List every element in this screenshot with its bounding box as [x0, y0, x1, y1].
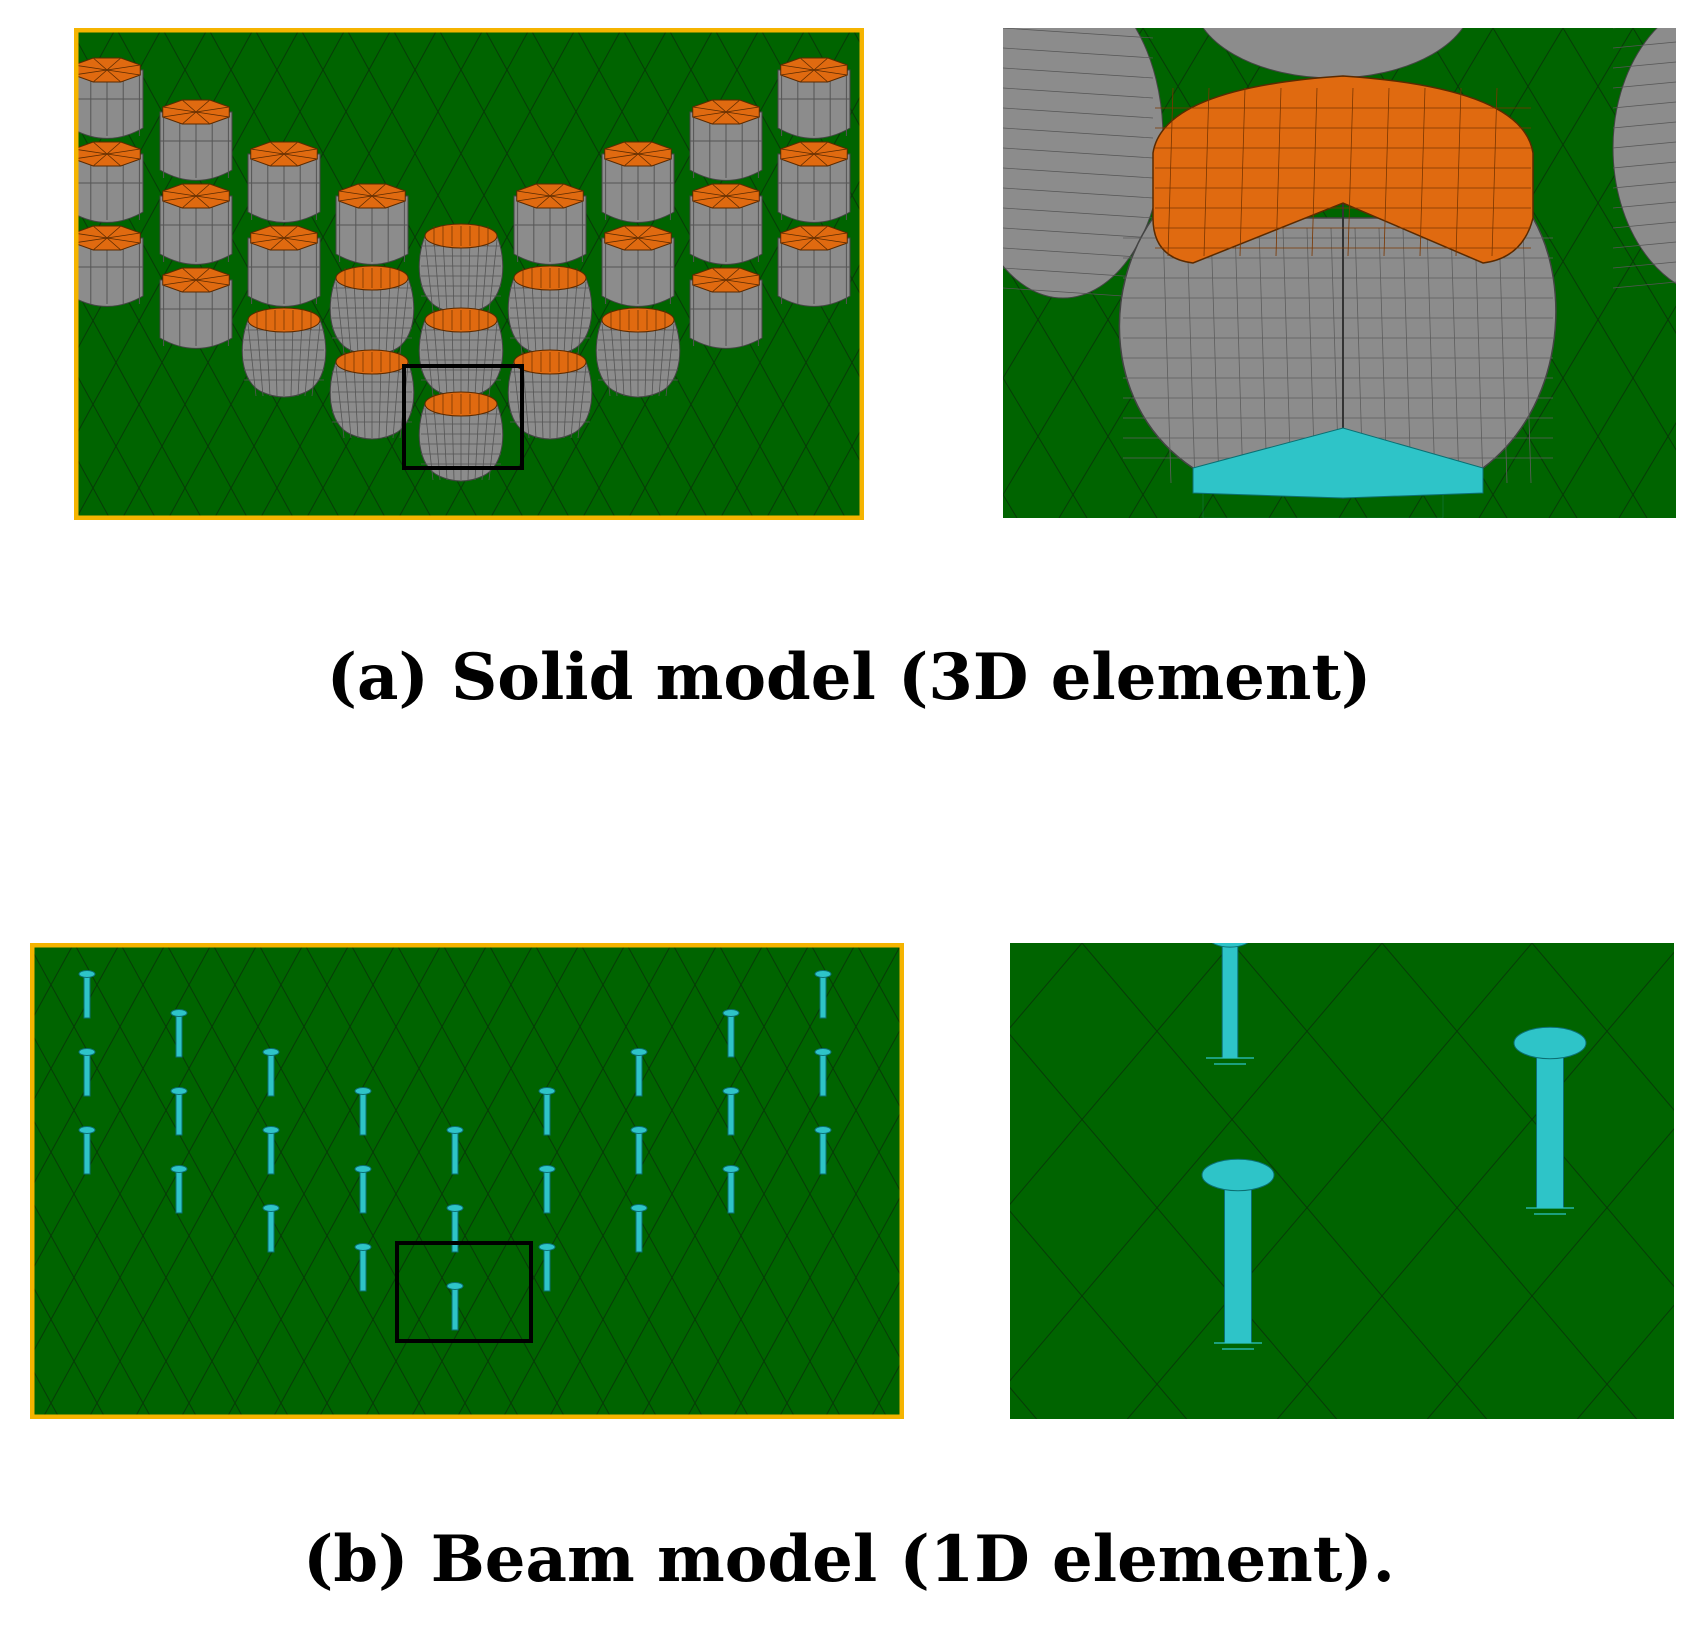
beam-pier	[262, 1204, 280, 1253]
solid-model-overview-panel	[74, 28, 864, 520]
beam-pier	[630, 1204, 648, 1253]
beam-pier	[722, 1165, 740, 1214]
octagonal-pier	[689, 267, 763, 349]
pier-cap	[1152, 75, 1534, 264]
octagonal-pier	[777, 57, 851, 139]
caption-beam-model: (b) Beam model (1D element).	[303, 1522, 1395, 1597]
octagonal-pier	[159, 267, 233, 349]
octagonal-pier	[601, 225, 675, 307]
beam-pier	[170, 1087, 188, 1136]
beam-pier	[170, 1165, 188, 1214]
bulb-pier	[418, 307, 504, 398]
octagonal-pier	[689, 183, 763, 265]
beam-pier	[354, 1243, 372, 1292]
octagonal-pier	[601, 141, 675, 223]
background-bulb-piers	[1003, 28, 1676, 299]
octagonal-pier	[74, 57, 144, 139]
beam-pier	[262, 1048, 280, 1097]
solid-model-zoom-figure	[1003, 28, 1676, 518]
octagonal-pier	[513, 183, 587, 265]
ground-mesh	[1010, 943, 1674, 1419]
beam-pier	[538, 1165, 556, 1214]
beam-pier	[78, 1126, 96, 1175]
solid-model-zoom-panel	[1003, 28, 1676, 518]
beam-pier	[170, 1009, 188, 1058]
beam-model-zoom-figure	[1010, 943, 1674, 1419]
beam-pier	[538, 1243, 556, 1292]
bulb-pier	[241, 307, 327, 398]
cutaway-bulb-pier	[1118, 75, 1557, 499]
beam-pier	[354, 1087, 372, 1136]
octagonal-pier	[777, 225, 851, 307]
beam-pier	[1211, 943, 1249, 1059]
bulb-pier	[418, 391, 504, 482]
bulb-pier	[507, 349, 593, 440]
octagonal-pier	[159, 99, 233, 181]
caption-solid-model: (a) Solid model (3D element)	[326, 640, 1372, 715]
bulb-pier	[329, 349, 415, 440]
ground-plane	[1010, 943, 1674, 1419]
beam-pier	[814, 970, 832, 1019]
beam-pier	[630, 1048, 648, 1097]
beam-pier	[814, 1048, 832, 1097]
octagonal-pier	[777, 141, 851, 223]
panel-frame	[30, 943, 904, 1419]
bulb-pier	[418, 223, 504, 314]
pier-base-layer	[1192, 427, 1484, 499]
zoom-box	[402, 364, 524, 470]
bulb-pier	[595, 307, 681, 398]
beam-pier	[354, 1165, 372, 1214]
beam-model-overview-figure	[30, 943, 904, 1419]
beam-pier	[262, 1126, 280, 1175]
octagonal-pier	[335, 183, 409, 265]
beam-pier	[722, 1009, 740, 1058]
beam-pier	[722, 1087, 740, 1136]
beam-pier	[446, 1204, 464, 1253]
beam-pier	[814, 1126, 832, 1175]
beam-pier	[630, 1126, 648, 1175]
bulb-pier	[329, 265, 415, 356]
ground-plane	[30, 943, 904, 1419]
octagonal-pier	[247, 225, 321, 307]
beam-pier	[446, 1282, 464, 1331]
beam-pier	[446, 1126, 464, 1175]
beam-pier	[78, 1048, 96, 1097]
ground-mesh	[30, 943, 904, 1419]
octagonal-pier	[74, 225, 144, 307]
bulb-pier	[507, 265, 593, 356]
octagonal-pier	[689, 99, 763, 181]
solid-model-overview-figure	[74, 28, 864, 520]
beam-pier	[1201, 1158, 1275, 1344]
beam-model-zoom-panel	[1010, 943, 1674, 1419]
panel-frame	[74, 28, 864, 520]
octagonal-pier	[74, 141, 144, 223]
beam-pier	[538, 1087, 556, 1136]
zoom-box	[395, 1241, 533, 1343]
beam-pier	[1513, 1026, 1587, 1209]
octagonal-pier	[159, 183, 233, 265]
beam-pier	[78, 970, 96, 1019]
beam-base-markers	[1206, 1057, 1574, 1350]
beam-model-overview-panel	[30, 943, 904, 1419]
octagonal-pier	[247, 141, 321, 223]
